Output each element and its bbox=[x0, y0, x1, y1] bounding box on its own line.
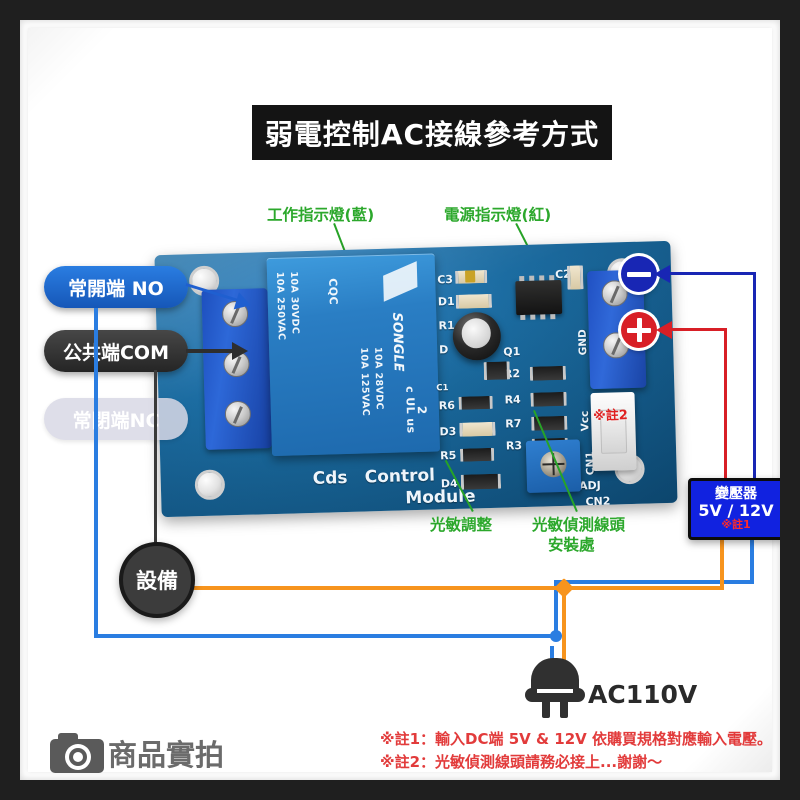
callout-photo-probe-line2: 安裝處 bbox=[548, 536, 595, 554]
wire-live-down-to-plug bbox=[562, 586, 566, 664]
page-title: 弱電控制AC接線參考方式 bbox=[264, 117, 600, 151]
transformer-note-ref: ※註1 bbox=[721, 518, 751, 532]
led-d3-work-indicator bbox=[459, 421, 496, 437]
silk-q1: Q1 bbox=[503, 345, 521, 359]
wire-plug-neutral-riser bbox=[750, 540, 754, 584]
wire-no-vertical bbox=[94, 308, 98, 638]
wire-plug-neutral-top bbox=[554, 580, 754, 584]
minus-icon bbox=[627, 271, 651, 277]
led-c2 bbox=[566, 265, 584, 290]
footnote-1: ※註1：輸入DC端 5V & 12V 依購買規格對應輸入電壓。 bbox=[380, 730, 772, 748]
wire-com-vertical bbox=[154, 370, 157, 546]
screw-terminal-block bbox=[201, 288, 272, 450]
jumper-c3 bbox=[464, 270, 476, 283]
arrow-minus-head bbox=[654, 265, 670, 283]
junction-dot-neutral bbox=[550, 630, 562, 642]
wire-plug-neutral-vertical bbox=[554, 580, 558, 638]
resistor-r4 bbox=[530, 391, 567, 407]
screw-terminal-nc bbox=[224, 400, 252, 428]
relay-logo-mark bbox=[383, 261, 418, 302]
plus-terminal-badge bbox=[621, 312, 657, 348]
silk-c3: C3 bbox=[437, 272, 454, 287]
callout-power-led: 電源指示燈(紅) bbox=[444, 206, 552, 224]
resistor-r6 bbox=[458, 395, 493, 410]
wire-plug-neutral-lead bbox=[550, 646, 554, 664]
relay-spec-3: 10A 125VAC bbox=[358, 347, 372, 417]
silk-r3: R3 bbox=[505, 439, 523, 453]
pcb-board: 10A 250VAC 10A 30VDC 10A 125VAC 10A 28VD… bbox=[154, 240, 678, 518]
label-common: 公共端COM bbox=[44, 330, 188, 372]
title-banner: 弱電控制AC接線參考方式 bbox=[252, 105, 612, 160]
footnotes: ※註1：輸入DC端 5V & 12V 依購買規格對應輸入電壓。 ※註2：光敏偵測… bbox=[380, 728, 772, 775]
silk-r5: R5 bbox=[439, 448, 457, 463]
wire-live-horizontal bbox=[192, 586, 724, 590]
label-normally-closed: 常閉端NC bbox=[44, 398, 188, 440]
relay-spec-4: 10A 28VDC bbox=[372, 346, 385, 411]
resistor-r2 bbox=[529, 365, 567, 381]
footnote-2: ※註2：光敏偵測線頭請務必接上...謝謝～ bbox=[380, 753, 663, 772]
ac-plug-icon bbox=[525, 658, 585, 718]
silk-r7: R7 bbox=[505, 417, 522, 431]
arrow-com-head bbox=[232, 342, 248, 360]
diode-d4 bbox=[460, 473, 502, 490]
transistor-q1 bbox=[483, 361, 511, 381]
transformer-box: 變壓器 5V / 12V ※註1 bbox=[688, 478, 780, 540]
arrow-com-line bbox=[186, 349, 234, 353]
photo-panel: 弱電控制AC接線參考方式 工作指示燈(藍) 電源指示燈(紅) bbox=[20, 20, 780, 780]
device-node: 設備 bbox=[119, 542, 195, 618]
wire-negative-horizontal bbox=[669, 272, 756, 275]
wire-positive-vertical bbox=[724, 328, 727, 480]
silk-r6: R6 bbox=[438, 398, 456, 413]
ac-voltage-label: AC110V bbox=[588, 680, 698, 709]
camera-icon bbox=[50, 733, 104, 773]
relay-brand: SONGLE bbox=[389, 312, 406, 372]
watermark: 商品實拍 bbox=[50, 732, 224, 774]
silk-cds: Cds bbox=[312, 467, 348, 489]
comparator-ic bbox=[515, 275, 563, 321]
plug-stripe bbox=[537, 689, 573, 693]
relay-number: 2 bbox=[414, 405, 429, 415]
silk-vcc: Vcc bbox=[578, 410, 592, 432]
relay-module-photo: 10A 250VAC 10A 30VDC 10A 125VAC 10A 28VD… bbox=[146, 238, 686, 528]
watermark-text: 商品實拍 bbox=[108, 738, 225, 772]
relay-cqc-mark: CQC bbox=[326, 278, 340, 306]
silk-d3: D3 bbox=[439, 424, 457, 439]
relay-spec-1: 10A 250VAC bbox=[273, 271, 287, 341]
callout-photo-probe-line1: 光敏偵測線頭 bbox=[532, 516, 626, 534]
plug-body bbox=[531, 658, 579, 692]
wire-no-horizontal bbox=[94, 634, 558, 638]
plus-icon-v bbox=[636, 318, 642, 342]
callout-work-led: 工作指示燈(藍) bbox=[267, 206, 375, 224]
sensitivity-potentiometer[interactable] bbox=[525, 439, 582, 493]
plug-pin-left bbox=[542, 700, 550, 718]
silk-control: Control bbox=[364, 465, 436, 488]
songle-relay: 10A 250VAC 10A 30VDC 10A 125VAC 10A 28VD… bbox=[266, 253, 441, 457]
led-d1-power-indicator bbox=[455, 293, 493, 309]
relay-spec-2: 10A 30VDC bbox=[287, 271, 301, 335]
transformer-rating: 5V / 12V bbox=[698, 500, 774, 520]
arrow-plus-head bbox=[656, 321, 672, 339]
plug-pin-right bbox=[560, 700, 568, 718]
callout-photo-adjust: 光敏調整 bbox=[430, 516, 493, 534]
silk-gnd: GND bbox=[576, 329, 590, 356]
silk-d: D bbox=[439, 343, 449, 357]
resistor-r5 bbox=[459, 447, 495, 462]
minus-terminal-badge bbox=[621, 256, 657, 292]
wire-positive-horizontal bbox=[671, 328, 727, 331]
silk-cn2: CN2 bbox=[585, 494, 611, 509]
wire-negative-vertical bbox=[753, 272, 756, 480]
silk-c1: C1 bbox=[436, 383, 449, 394]
silk-adj: ADJ bbox=[578, 478, 601, 493]
board-note2-marker: ※註2 bbox=[592, 408, 629, 425]
wire-live-riser-transformer bbox=[720, 540, 724, 590]
transformer-name: 變壓器 bbox=[715, 485, 757, 502]
label-normally-open: 常開端 NO bbox=[44, 266, 188, 308]
silk-d1: D1 bbox=[437, 294, 455, 309]
silk-r4: R4 bbox=[504, 393, 521, 407]
